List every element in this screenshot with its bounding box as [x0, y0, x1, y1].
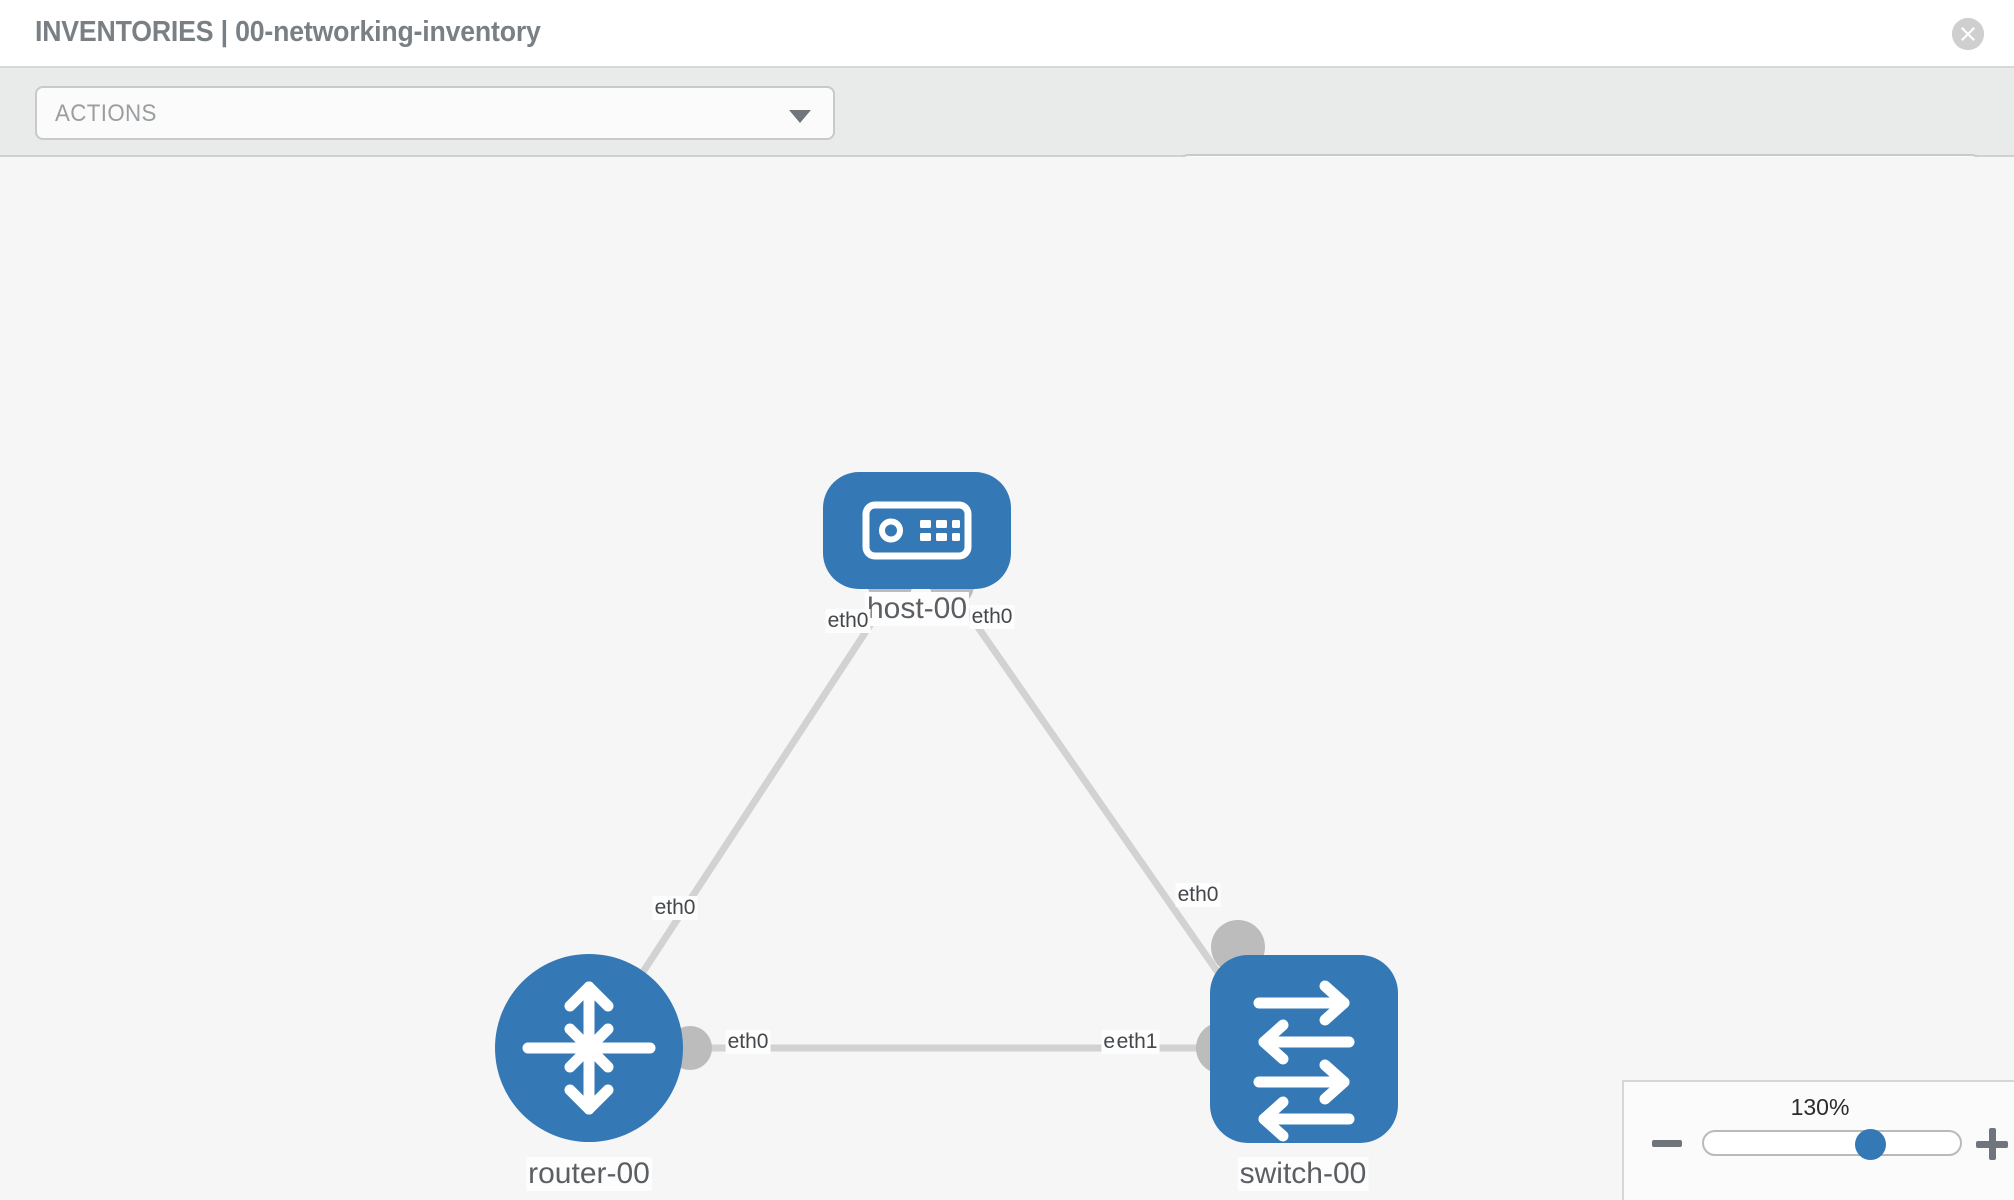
- toolbar: ACTIONS SEARCH: [0, 68, 2014, 208]
- node-label-switch: switch-00: [1237, 1157, 1369, 1191]
- server-icon: [862, 501, 972, 560]
- close-icon[interactable]: [1952, 18, 1984, 50]
- node-router-00[interactable]: [495, 954, 683, 1142]
- router-arrows-icon: [522, 981, 656, 1115]
- topology-links: [617, 585, 1238, 1052]
- topology-connectors: [668, 563, 1265, 1074]
- node-label-router: router-00: [526, 1157, 652, 1191]
- node-host-00[interactable]: [823, 472, 1011, 589]
- plus-icon[interactable]: [1976, 1128, 2008, 1160]
- zoom-percent-label: 130%: [1790, 1094, 1850, 1120]
- link-host-switch: [947, 585, 1238, 999]
- link-host-router: [617, 585, 898, 1009]
- actions-dropdown-label: ACTIONS: [55, 100, 157, 127]
- iface-label-host-right: eth0: [969, 605, 1015, 629]
- chevron-down-icon: [789, 110, 811, 123]
- zoom-slider-track[interactable]: [1702, 1130, 1962, 1156]
- topology-graph: [495, 472, 1398, 1143]
- iface-label-router-up: eth0: [652, 896, 698, 920]
- switch-arrows-icon: [1253, 980, 1355, 1142]
- zoom-slider-thumb[interactable]: [1855, 1129, 1886, 1160]
- page-header: INVENTORIES | 00-networking-inventory: [0, 0, 2014, 68]
- node-switch-00[interactable]: [1210, 955, 1398, 1143]
- actions-dropdown[interactable]: ACTIONS: [35, 86, 835, 140]
- breadcrumb: INVENTORIES | 00-networking-inventory: [35, 16, 541, 48]
- iface-label-switch-left-b: eth1: [1114, 1030, 1160, 1054]
- iface-label-host-left: eth0: [825, 609, 871, 633]
- node-label-host: host-00: [864, 592, 970, 626]
- minus-icon[interactable]: [1652, 1140, 1682, 1147]
- topology-canvas[interactable]: host-00 router-00 switch-00 eth0 eth0 et…: [0, 157, 2014, 1200]
- zoom-control: 130%: [1622, 1080, 2014, 1200]
- iface-label-router-right: eth0: [725, 1030, 771, 1054]
- iface-label-switch-up: eth0: [1175, 883, 1221, 907]
